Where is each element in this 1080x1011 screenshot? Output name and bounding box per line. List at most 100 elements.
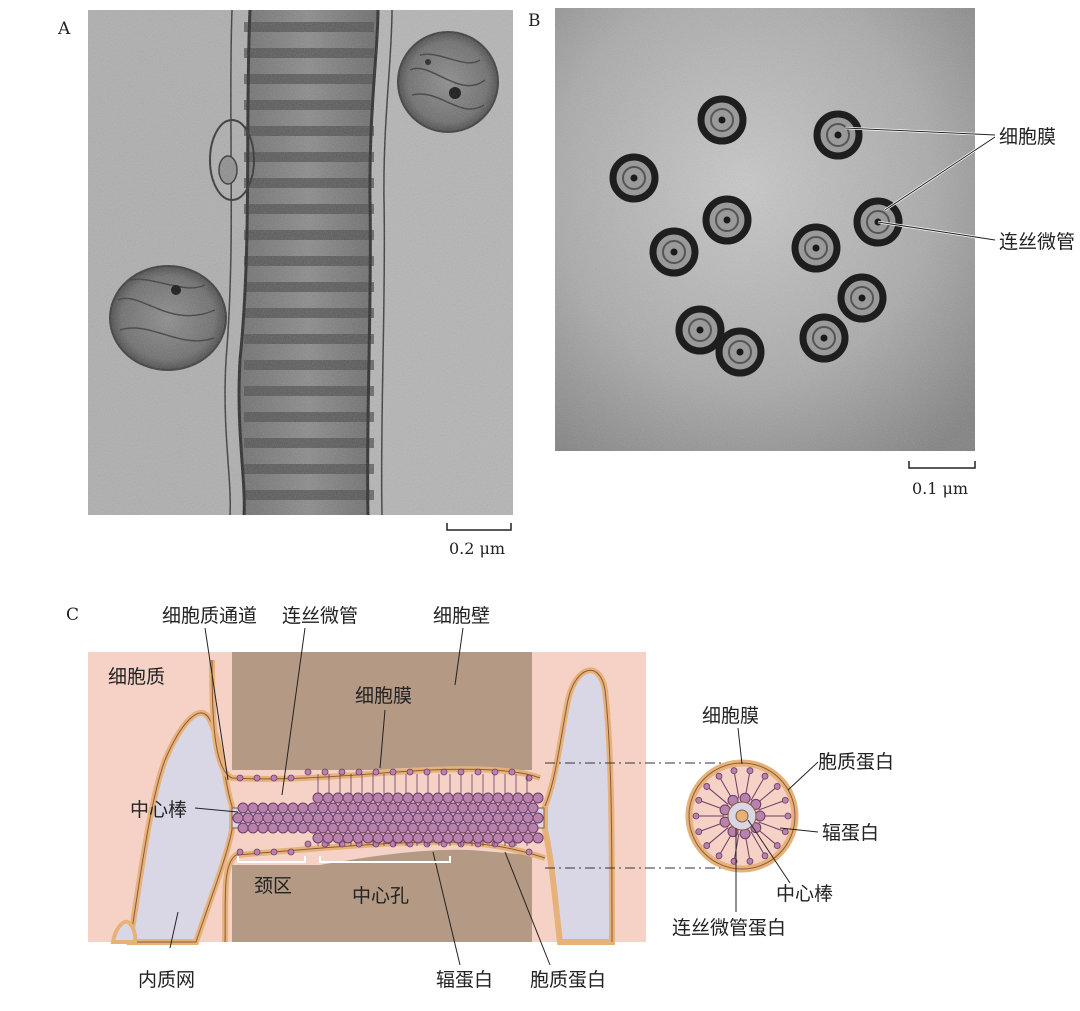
ring-inner: [662, 240, 686, 264]
particle: [502, 832, 514, 844]
particle: [362, 792, 374, 804]
particle: [387, 822, 399, 834]
membrane-dot: [270, 848, 278, 856]
ring-core: [723, 216, 731, 224]
label-membrane-c: 细胞膜: [355, 685, 412, 707]
membrane-dot: [491, 768, 499, 776]
particle: [287, 822, 299, 834]
particle: [362, 832, 374, 844]
ring-inner: [812, 326, 836, 350]
panel-c-letter: C: [66, 605, 79, 625]
particle: [452, 792, 464, 804]
particle: [277, 822, 289, 834]
particle: [252, 812, 264, 824]
scale-label-a: 0.2 μm: [449, 539, 505, 558]
label-cytoplasm: 细胞质: [108, 666, 165, 688]
membrane-dot: [338, 768, 346, 776]
particle: [472, 832, 484, 844]
cross-spoke: [706, 786, 729, 805]
particle: [412, 812, 424, 824]
particle: [482, 832, 494, 844]
particle: [502, 812, 514, 824]
membrane-dot: [321, 768, 329, 776]
particle: [472, 792, 484, 804]
particle: [357, 822, 369, 834]
particle: [422, 812, 434, 824]
particle: [437, 822, 449, 834]
cross-section-detail: [692, 767, 792, 865]
particle: [467, 802, 479, 814]
membrane-dot: [508, 768, 516, 776]
cross-cyto-protein: [781, 796, 789, 804]
label-channel: 细胞质通道: [162, 605, 257, 627]
micrograph-a: [88, 9, 513, 516]
ring-inner: [826, 123, 850, 147]
particle: [282, 812, 294, 824]
particle: [277, 802, 289, 814]
particle: [377, 822, 389, 834]
cross-cyto-protein: [761, 772, 769, 780]
particle: [337, 802, 349, 814]
particle: [312, 832, 324, 844]
particle: [507, 802, 519, 814]
ring-inner: [804, 236, 828, 260]
particle: [532, 812, 544, 824]
particle: [402, 832, 414, 844]
particle: [327, 802, 339, 814]
particle: [377, 802, 389, 814]
particle: [492, 832, 504, 844]
panel-b-letter: B: [528, 11, 541, 31]
ring-inner: [850, 286, 874, 310]
particle: [392, 832, 404, 844]
particle: [527, 802, 539, 814]
ring-core: [696, 326, 704, 334]
panel-c: C: [66, 605, 740, 991]
cross-cyto-protein: [703, 842, 711, 849]
particle: [427, 822, 439, 834]
particle: [357, 802, 369, 814]
particle: [367, 802, 379, 814]
ring-core: [736, 348, 744, 356]
particle: [417, 802, 429, 814]
particle: [457, 802, 469, 814]
particle: [332, 792, 344, 804]
particle: [322, 832, 334, 844]
particle: [447, 822, 459, 834]
ring-core: [834, 131, 842, 139]
label-microtubule-b: 连丝微管: [999, 231, 1075, 253]
ring-core: [812, 244, 820, 252]
particle: [527, 822, 539, 834]
particle: [462, 812, 474, 824]
particle: [407, 822, 419, 834]
particle: [507, 822, 519, 834]
cross-cyto-protein: [692, 812, 700, 820]
particle: [297, 802, 309, 814]
particle: [422, 792, 434, 804]
particle: [512, 832, 524, 844]
label-wall: 细胞壁: [433, 605, 490, 627]
particle: [297, 822, 309, 834]
ring-inner: [688, 318, 712, 342]
particle: [322, 792, 334, 804]
particle: [412, 792, 424, 804]
scale-label-b: 0.1 μm: [912, 479, 968, 498]
particle: [362, 812, 374, 824]
particle: [352, 832, 364, 844]
cross-spoke: [706, 827, 729, 846]
membrane-dot: [355, 768, 363, 776]
membrane-dot: [304, 768, 312, 776]
cross-cyto-protein: [773, 842, 781, 849]
cross-cyto-protein: [784, 812, 792, 820]
particle: [352, 792, 364, 804]
particle: [257, 802, 269, 814]
particle: [522, 832, 534, 844]
particle: [232, 812, 244, 824]
ring-core: [718, 116, 726, 124]
membrane-dot: [389, 768, 397, 776]
particle: [237, 822, 249, 834]
particle: [442, 832, 454, 844]
cross-cyto-protein: [746, 857, 754, 865]
particle: [532, 832, 544, 844]
particle: [372, 832, 384, 844]
particle: [307, 802, 319, 814]
